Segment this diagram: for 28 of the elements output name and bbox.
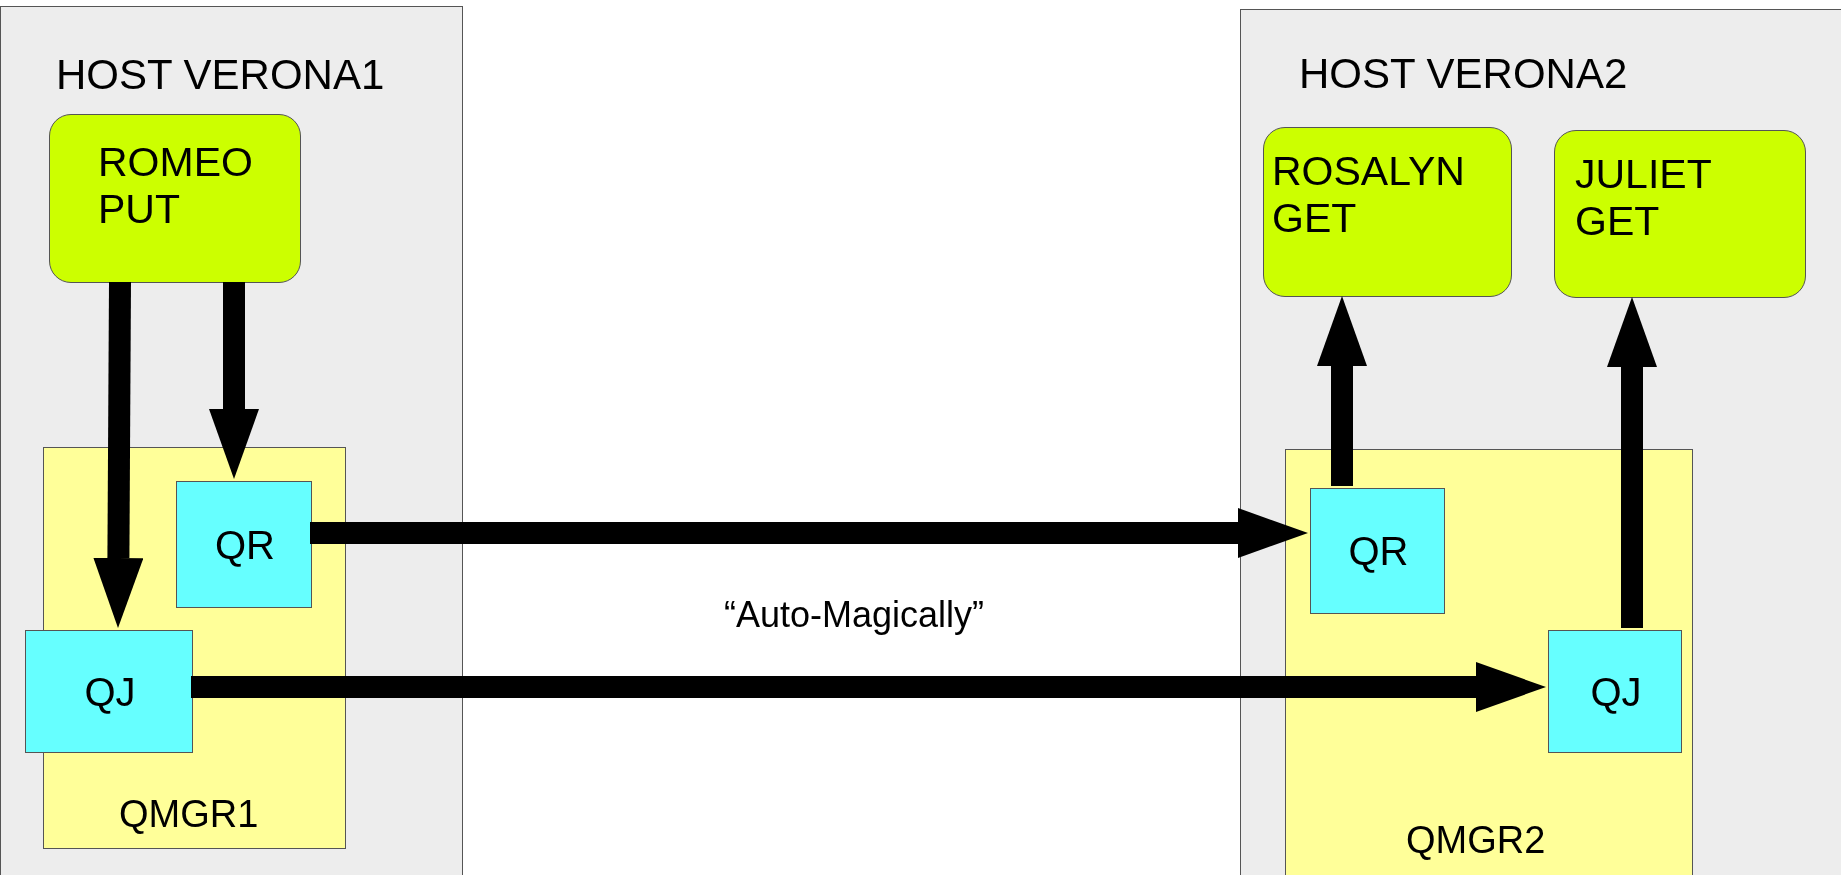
application-box: [1263, 127, 1512, 297]
queue-box: [1310, 488, 1445, 614]
box-label: QMGR1: [119, 793, 260, 837]
box-label: QJ: [83, 668, 137, 715]
host-panel: [0, 6, 463, 875]
host-panel: [1240, 9, 1841, 875]
box-label: ROSALYN GET: [1272, 148, 1466, 243]
host-title: HOST VERONA1: [56, 51, 386, 100]
queue-box: [25, 630, 193, 753]
queue-box: [1548, 630, 1682, 753]
queue-box: [176, 481, 312, 608]
box-label: JULIET GET: [1575, 151, 1712, 246]
arrow: [1607, 297, 1657, 628]
arrow: [310, 508, 1308, 558]
box-label: QMGR2: [1406, 819, 1547, 863]
host-title: HOST VERONA2: [1299, 50, 1629, 99]
arrow: [191, 662, 1546, 712]
box-label: QJ: [1589, 668, 1643, 715]
arrow: [1317, 296, 1367, 486]
box-label: ROMEO PUT: [98, 139, 254, 234]
application-box: [1554, 130, 1806, 298]
arrow: [209, 282, 259, 479]
queue-manager-box: [1285, 449, 1693, 875]
application-box: [49, 114, 301, 283]
box-label: QR: [214, 521, 276, 568]
box-label: QR: [1347, 528, 1410, 574]
note-text: “Auto-Magically”: [723, 594, 985, 636]
arrow: [93, 281, 144, 628]
